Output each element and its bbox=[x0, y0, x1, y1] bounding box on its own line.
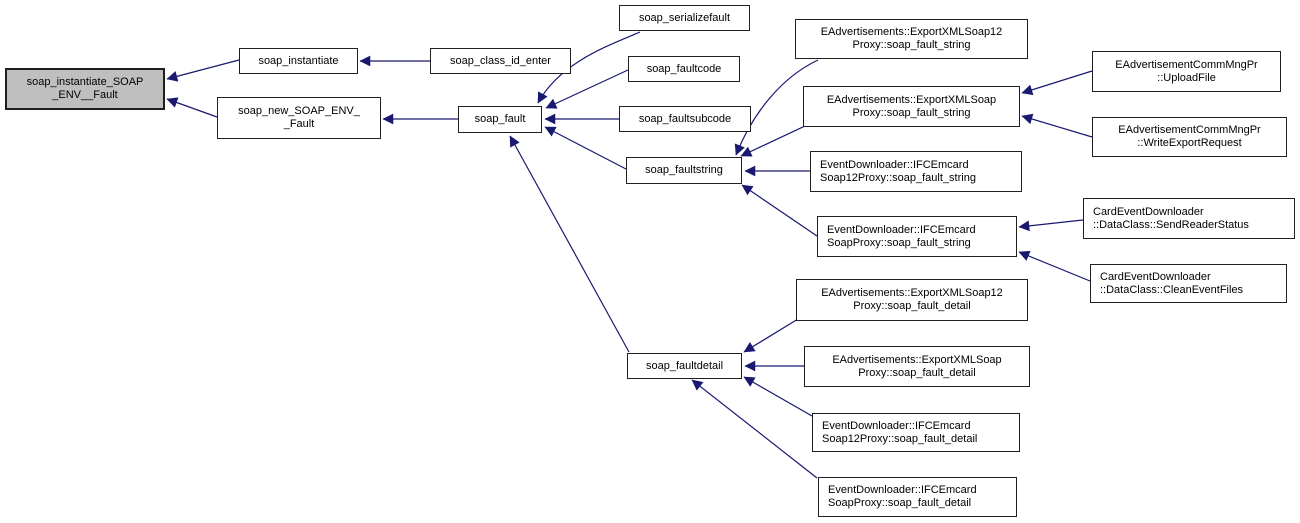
graph-node-EAdvertisementCommMngPr_UploadFile[interactable]: EAdvertisementCommMngPr::UploadFile bbox=[1092, 51, 1281, 92]
node-label-line: Proxy::soap_fault_detail bbox=[858, 366, 976, 379]
call-edge-soap_faultcode-to-soap_fault bbox=[545, 69, 629, 109]
node-label-line: _Fault bbox=[283, 118, 315, 130]
node-label-line: soap_instantiate bbox=[258, 54, 339, 67]
node-label-line: _ENV__Fault bbox=[52, 89, 118, 101]
node-label-line: CardEventDownloader bbox=[1100, 270, 1211, 283]
node-label-line: soap_new_SOAP_ENV_ bbox=[238, 105, 360, 117]
node-label-line: EAdvertisements::ExportXMLSoap bbox=[832, 353, 1002, 366]
call-edge-EventDownloader_IFCEmcardSoapProxy_soap_fault_string-to-soap_faultstring bbox=[741, 184, 818, 237]
graph-node-EAdvertisementCommMngPr_WriteExportRequest[interactable]: EAdvertisementCommMngPr::WriteExportRequ… bbox=[1092, 117, 1287, 157]
node-label-line: EventDownloader::IFCEmcard bbox=[820, 158, 969, 171]
node-label-line: soap_instantiate_SOAP bbox=[26, 76, 144, 88]
graph-node-soap_new_SOAP_ENV__Fault[interactable]: soap_new_SOAP_ENV__Fault bbox=[217, 97, 381, 139]
node-label-line: EAdvertisementCommMngPr bbox=[1115, 58, 1258, 71]
node-label-line: CardEventDownloader bbox=[1093, 205, 1204, 218]
node-label-line: soap_faultsubcode bbox=[638, 112, 732, 125]
node-label-line: Proxy::soap_fault_string bbox=[852, 106, 971, 119]
node-label-line: soap_class_id_enter bbox=[450, 54, 551, 67]
node-label-line: Soap12Proxy::soap_fault_string bbox=[820, 171, 976, 184]
node-label-line: EAdvertisements::ExportXMLSoap bbox=[826, 93, 997, 106]
graph-node-soap_faultdetail[interactable]: soap_faultdetail bbox=[627, 353, 742, 379]
node-label-line: EventDownloader::IFCEmcard bbox=[827, 223, 976, 236]
graph-node-soap_instantiate[interactable]: soap_instantiate bbox=[239, 48, 358, 74]
graph-node-CardEventDownloader_DataClass_CleanEventFiles[interactable]: CardEventDownloader::DataClass::CleanEve… bbox=[1090, 264, 1287, 303]
graph-node-soap_faultsubcode[interactable]: soap_faultsubcode bbox=[619, 106, 751, 132]
call-edge-soap_new_SOAP_ENV__Fault-to-soap_instantiate_SOAP_ENV__Fault bbox=[166, 97, 218, 118]
graph-node-soap_fault[interactable]: soap_fault bbox=[458, 106, 542, 133]
call-edge-soap_serializefault-to-soap_fault bbox=[537, 31, 641, 104]
call-edge-CardEventDownloader_DataClass_CleanEventFiles-to-EventDownloader_IFCEmcardSoapProxy_soap_fault_string bbox=[1018, 250, 1091, 282]
call-edge-EAdvertisements_ExportXMLSoapProxy_soap_fault_string-to-soap_faultstring bbox=[740, 125, 806, 157]
node-label-line: Proxy::soap_fault_detail bbox=[853, 300, 971, 312]
node-label-line: ::WriteExportRequest bbox=[1137, 137, 1242, 149]
node-label-line: soap_fault bbox=[474, 113, 526, 125]
edge-group bbox=[166, 31, 1093, 479]
node-label-line: EventDownloader::IFCEmcard bbox=[822, 419, 971, 432]
call-edge-EventDownloader_IFCEmcardSoapProxy_soap_fault_detail-to-soap_faultdetail bbox=[691, 379, 818, 479]
node-label-line: ::DataClass::CleanEventFiles bbox=[1100, 283, 1244, 296]
graph-node-soap_faultcode[interactable]: soap_faultcode bbox=[628, 56, 740, 82]
node-label-line: EAdvertisementCommMngPr bbox=[1118, 124, 1261, 136]
node-label-line: soap_faultcode bbox=[646, 62, 722, 75]
node-label-line: Soap12Proxy::soap_fault_detail bbox=[822, 432, 978, 445]
call-edge-soap_instantiate-to-soap_instantiate_SOAP_ENV__Fault bbox=[166, 59, 240, 82]
graph-node-soap_class_id_enter[interactable]: soap_class_id_enter bbox=[430, 48, 571, 74]
call-edge-CardEventDownloader_DataClass_SendReaderStatus-to-EventDownloader_IFCEmcardSoapProxy_soap_fault_string bbox=[1018, 219, 1084, 232]
call-edge-EAdvertisementCommMngPr_UploadFile-to-EAdvertisements_ExportXMLSoapProxy_soap_fault_string bbox=[1021, 70, 1093, 96]
node-label-line: EAdvertisements::ExportXMLSoap12 bbox=[820, 26, 1003, 38]
node-label-line: soap_faultdetail bbox=[645, 359, 724, 372]
node-label-line: SoapProxy::soap_fault_string bbox=[827, 236, 971, 249]
graph-node-soap_instantiate_SOAP_ENV__Fault: soap_instantiate_SOAP_ENV__Fault bbox=[5, 68, 165, 110]
node-label-line: soap_serializefault bbox=[638, 11, 731, 24]
call-edge-soap_faultdetail-to-soap_fault bbox=[509, 135, 630, 353]
node-label-line: SoapProxy::soap_fault_detail bbox=[828, 497, 972, 509]
node-label-line: ::UploadFile bbox=[1157, 71, 1216, 84]
call-edge-EAdvertisements_ExportXMLSoap12Proxy_soap_fault_detail-to-soap_faultdetail bbox=[743, 318, 799, 353]
graph-node-CardEventDownloader_DataClass_SendReaderStatus[interactable]: CardEventDownloader::DataClass::SendRead… bbox=[1083, 198, 1295, 239]
call-edge-soap_faultstring-to-soap_fault bbox=[544, 126, 627, 170]
call-edge-EAdvertisementCommMngPr_WriteExportRequest-to-EAdvertisements_ExportXMLSoapProxy_soap_fault_string bbox=[1021, 113, 1093, 138]
node-label-line: EventDownloader::IFCEmcard bbox=[828, 484, 977, 496]
graph-node-soap_serializefault[interactable]: soap_serializefault bbox=[619, 5, 750, 31]
call-edge-EventDownloader_IFCEmcardSoap12Proxy_soap_fault_detail-to-soap_faultdetail bbox=[743, 376, 813, 417]
node-label-line: soap_faultstring bbox=[645, 164, 723, 176]
node-label-line: EAdvertisements::ExportXMLSoap12 bbox=[821, 287, 1003, 299]
node-label-line: Proxy::soap_fault_string bbox=[852, 39, 971, 51]
node-label-line: ::DataClass::SendReaderStatus bbox=[1093, 218, 1249, 231]
graph-node-soap_faultstring[interactable]: soap_faultstring bbox=[626, 157, 742, 184]
call-edge-EAdvertisements_ExportXMLSoap12Proxy_soap_fault_string-to-soap_faultstring bbox=[734, 59, 819, 156]
